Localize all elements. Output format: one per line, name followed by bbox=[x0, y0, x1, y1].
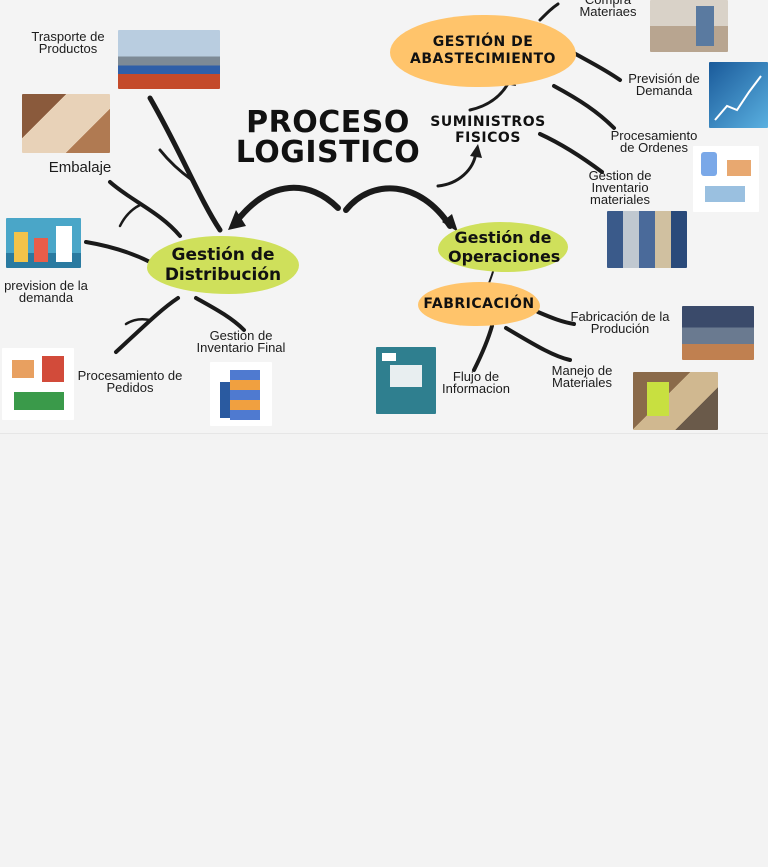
arrow-to-distribucion bbox=[233, 184, 341, 225]
safety-vest-figure bbox=[647, 382, 669, 416]
node-fabricacion: FABRICACIÓN bbox=[418, 282, 540, 326]
shelf-icon bbox=[42, 356, 64, 382]
empty-area bbox=[0, 433, 768, 867]
factory-production-photo bbox=[682, 306, 754, 360]
final-inventory-illustration bbox=[210, 362, 272, 426]
arrowhead-operaciones bbox=[442, 214, 458, 232]
warehouse-inventory-photo bbox=[607, 211, 687, 268]
phone-icon bbox=[701, 152, 717, 176]
material-handling-photo bbox=[633, 372, 718, 430]
chart-bar-1 bbox=[14, 232, 28, 262]
node-gestion-operaciones-label: Gestión de Operaciones bbox=[448, 228, 561, 266]
chart-bar-3 bbox=[56, 226, 72, 262]
arrowhead-distribucion bbox=[228, 210, 246, 230]
branch-inventario-materiales bbox=[538, 132, 604, 174]
order-processing-right-illustration bbox=[693, 146, 759, 212]
title-line-1: PROCESO bbox=[246, 105, 410, 140]
branch-embalaje bbox=[108, 180, 182, 238]
branch-pedidos bbox=[114, 296, 180, 354]
node-gestion-abastecimiento: GESTIÓN DE ABASTECIMIENTO bbox=[390, 15, 576, 87]
box-icon bbox=[12, 360, 34, 378]
node-suministros-fisicos: SUMINISTROS FISICOS bbox=[428, 114, 548, 146]
chart-bar-2 bbox=[34, 238, 48, 262]
label-inventario-materiales: Gestion de Inventario materiales bbox=[588, 168, 652, 207]
branch-prevision-left bbox=[84, 240, 152, 264]
demand-chart-photo bbox=[709, 62, 768, 128]
document-icon bbox=[382, 353, 396, 361]
diagram-title: PROCESO LOGISTICO bbox=[228, 108, 428, 168]
demand-forecast-illustration bbox=[6, 218, 81, 268]
branch-ordenes bbox=[552, 84, 616, 130]
order-processing-illustration bbox=[2, 348, 74, 420]
label-prevision-demanda-right: Previsión de Demanda bbox=[628, 71, 700, 98]
label-manejo-materiales: Manejo de Materiales bbox=[551, 363, 613, 390]
laptop-icon bbox=[390, 365, 422, 387]
branch-transporte-twig bbox=[158, 148, 194, 182]
label-embalaje: Embalaje bbox=[48, 159, 112, 176]
information-flow-illustration bbox=[376, 347, 436, 414]
label-prevision-demanda-left: prevision de la demanda bbox=[4, 278, 88, 305]
truck-icon bbox=[14, 392, 64, 410]
label-procesamiento-pedidos: Procesamiento de Pedidos bbox=[77, 368, 183, 395]
rising-chart-icon bbox=[714, 75, 762, 121]
purchasing-photo bbox=[650, 0, 728, 52]
label-compra-materiales: Compra Materiaes bbox=[579, 0, 637, 19]
node-fabricacion-label: FABRICACIÓN bbox=[423, 296, 535, 312]
truck-yard-photo bbox=[118, 30, 220, 89]
node-suministros-fisicos-label: SUMINISTROS FISICOS bbox=[430, 114, 546, 146]
label-fabricacion-produccion: Fabricación de la Produción bbox=[570, 309, 670, 336]
branch-transporte bbox=[147, 95, 223, 233]
node-gestion-distribucion: Gestión de Distribución bbox=[147, 236, 299, 294]
label-inventario-final: Gestion de Inventario Final bbox=[196, 328, 286, 355]
branch-prevision-right bbox=[570, 50, 622, 82]
branch-fabricacion-produccion bbox=[536, 310, 576, 326]
arrowhead-suministros bbox=[470, 144, 482, 158]
worker-icon bbox=[220, 382, 230, 418]
title-line-2: LOGISTICO bbox=[235, 135, 421, 170]
delivery-icon bbox=[705, 186, 745, 202]
packing-box-photo bbox=[22, 94, 110, 153]
arrow-to-operaciones bbox=[343, 185, 453, 229]
branch-pedidos-twig bbox=[124, 317, 152, 326]
branch-inventario-final bbox=[194, 296, 246, 332]
branch-flujo bbox=[472, 324, 494, 372]
node-gestion-abastecimiento-label: GESTIÓN DE ABASTECIMIENTO bbox=[410, 34, 556, 67]
branch-compra bbox=[538, 2, 560, 22]
mind-map-canvas: PROCESO LOGISTICO Gestión de Distribució… bbox=[0, 0, 768, 433]
package-icon bbox=[727, 160, 751, 176]
branch-manejo bbox=[504, 326, 572, 362]
node-gestion-operaciones: Gestión de Operaciones bbox=[438, 222, 568, 272]
label-procesamiento-ordenes: Procesamiento de Ordenes bbox=[610, 128, 698, 155]
label-flujo-informacion: Flujo de Informacion bbox=[442, 369, 510, 396]
person-figure bbox=[696, 6, 714, 46]
arrow-to-suministros bbox=[436, 150, 478, 188]
node-gestion-distribucion-label: Gestión de Distribución bbox=[164, 245, 282, 285]
shelving-icon bbox=[230, 370, 260, 420]
label-transporte: Trasporte de Productos bbox=[31, 29, 105, 56]
connector-lines bbox=[84, 2, 622, 372]
branch-embalaje-twig bbox=[118, 203, 142, 228]
